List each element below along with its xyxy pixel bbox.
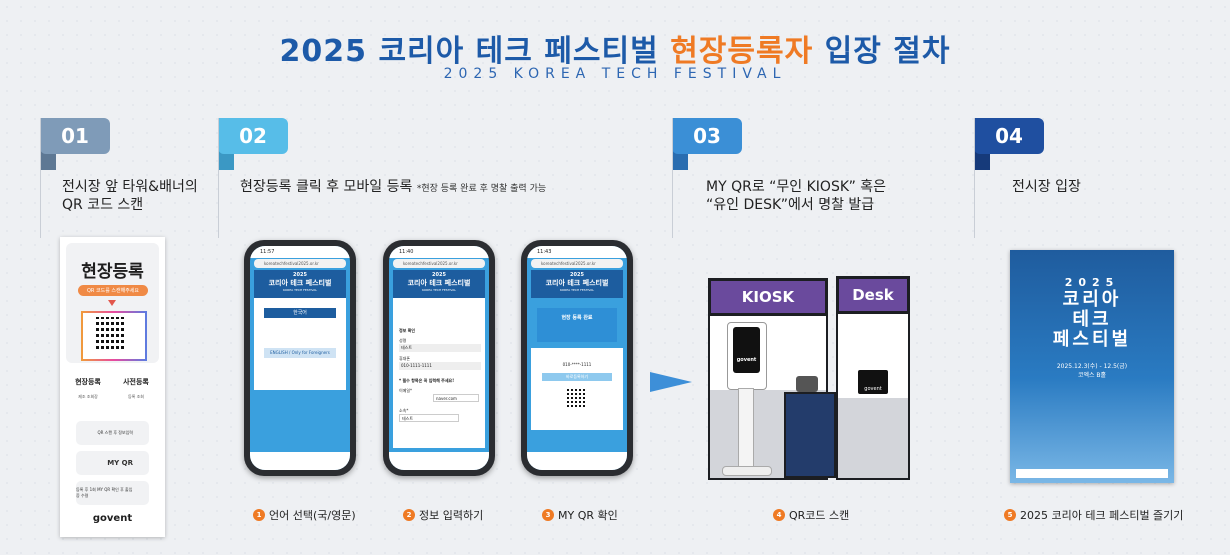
company-field[interactable]: 테스트 <box>399 414 459 422</box>
step-3-tab: 03 <box>672 118 742 170</box>
register-button[interactable]: 바로등록하기 <box>542 373 612 381</box>
poster-year: 2025 <box>1064 276 1120 289</box>
banner-card-myqr: MY QR <box>76 451 149 475</box>
step-1-tab: 01 <box>40 118 110 170</box>
printer <box>796 376 818 392</box>
url-bar: koreatechfestival2025.or.kr <box>254 259 346 268</box>
step-4-text: 전시장 입장 <box>1012 179 1081 195</box>
phone-my-qr: 11:43 koreatechfestival2025.or.kr 2025 코… <box>521 240 633 476</box>
step-1-number: 01 <box>40 118 110 154</box>
step-3-number: 03 <box>672 118 742 154</box>
step-2-tab: 02 <box>218 118 288 170</box>
step-4-tab: 04 <box>974 118 1044 170</box>
name-field[interactable]: 테스트 <box>399 344 481 352</box>
govent-logo: govent <box>92 513 133 524</box>
desk-booth <box>836 312 910 480</box>
phone-info-input: 11:40 koreatechfestival2025.or.kr 2025 코… <box>383 240 495 476</box>
desk-counter <box>784 392 836 478</box>
step-2-note: *현장 등록 완료 후 명찰 출력 가능 <box>416 184 547 194</box>
poster-date: 2025.12.3(수) - 12.5(금)코엑스 B홀 <box>1056 363 1128 379</box>
page-title: 2025 코리아 테크 페스티벌 현장등록자 입장 절차 <box>279 34 951 69</box>
kiosk-machine: govent <box>727 322 767 390</box>
title-highlight: 현장등록자 <box>670 34 814 69</box>
banner-card-scan: QR 스캔 후 정보입력 <box>76 421 149 445</box>
qr-code-icon <box>567 387 587 407</box>
down-arrow-icon <box>108 300 116 306</box>
qr-code-icon <box>96 317 126 349</box>
banner-title: 현장등록 <box>81 262 144 282</box>
my-qr-card: 010-****-1111 바로등록하기 <box>531 348 623 430</box>
url-bar: koreatechfestival2025.or.kr <box>531 259 623 268</box>
complete-box: 현장 등록 완료 <box>537 308 617 342</box>
desk-sign: Desk <box>836 276 910 314</box>
festival-header: 2025 코리아 테크 페스티벌 KOREA TECH FESTIVAL <box>393 270 485 298</box>
english-button[interactable]: ENGLISH / Only for Foreigners <box>264 348 336 358</box>
kiosk-logo: govent <box>736 357 757 363</box>
step-3-text: MY QR로 “무인 KIOSK” 혹은“유인 DESK”에서 명찰 발급 <box>706 179 887 213</box>
kiosk-sign: KIOSK <box>708 278 828 316</box>
step-4-number: 04 <box>974 118 1044 154</box>
festival-header: 2025 코리아 테크 페스티벌 KOREA TECH FESTIVAL <box>254 270 346 298</box>
phone-field[interactable]: 010-1111-1111 <box>399 362 481 370</box>
banner-pill: QR 코드를 스캔해주세요 <box>78 285 148 296</box>
page-subtitle: 2025 KOREA TECH FESTIVAL <box>443 66 787 82</box>
desk-sign-device: govent <box>858 370 888 394</box>
banner-card-receive: 등록 후 1회 MY QR 확인 후 출입증 수령 <box>76 481 149 505</box>
step-2-text: 현장등록 클릭 후 모바일 등록 *현장 등록 완료 후 명찰 출력 가능 <box>240 179 547 195</box>
phone-language-select: 11:57 koreatechfestival2025.or.kr 2025 코… <box>244 240 356 476</box>
url-bar: koreatechfestival2025.or.kr <box>393 259 485 268</box>
step-2-number: 02 <box>218 118 288 154</box>
right-arrow-icon <box>650 372 692 392</box>
email-field[interactable]: naver.com <box>433 394 479 402</box>
festival-header: 2025 코리아 테크 페스티벌 KOREA TECH FESTIVAL <box>531 270 623 298</box>
korean-button[interactable]: 한국어 <box>264 308 336 318</box>
